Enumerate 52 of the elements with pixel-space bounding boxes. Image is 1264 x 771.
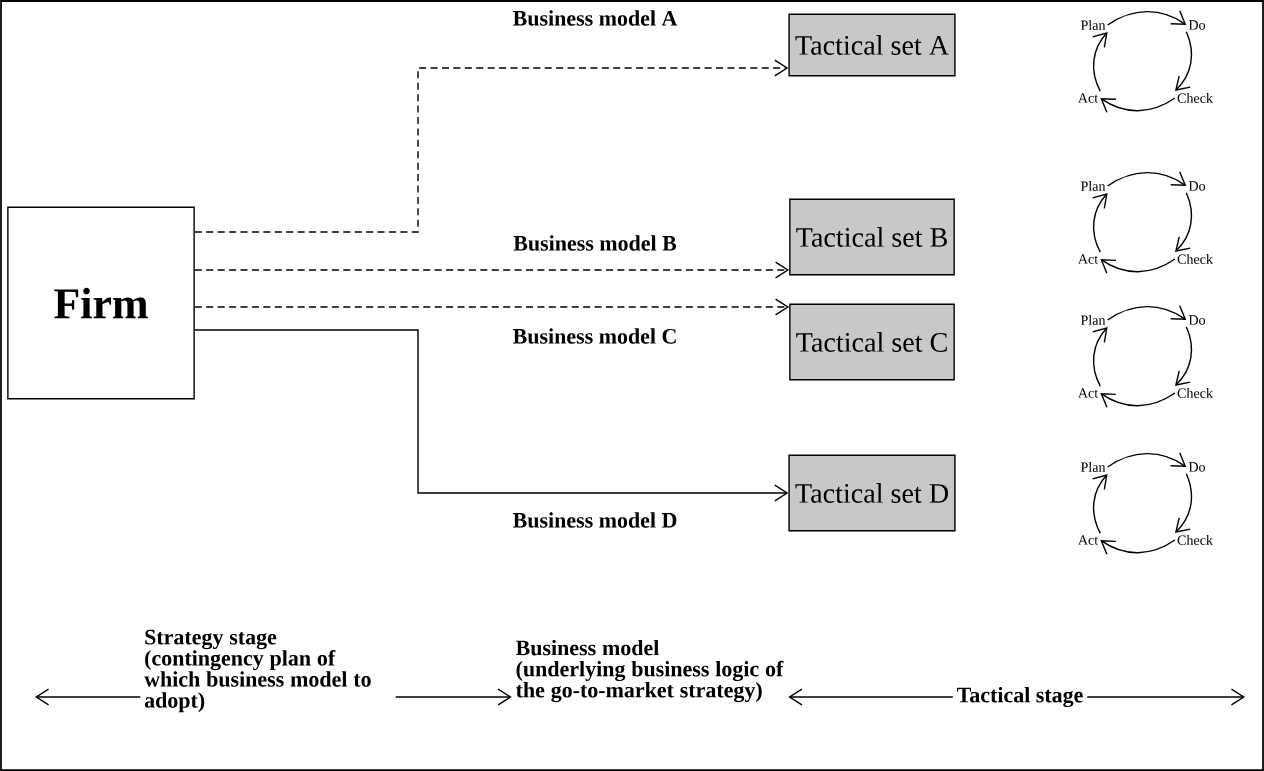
cycle-arrow: [1100, 392, 1176, 408]
cycle-step-label: Plan: [1080, 20, 1106, 30]
cycle-arrow: [1106, 305, 1187, 321]
edge-label: Business model D: [510, 510, 680, 530]
stage-description: Business model (underlying business logic of the go-to-market strategy): [515, 639, 784, 703]
firm-box: Firm: [7, 206, 195, 400]
stage-description: Tactical stage: [957, 686, 1083, 708]
cycle-step-label: Act: [1078, 93, 1099, 103]
arrow: [194, 329, 789, 502]
arrow: [1086, 688, 1245, 706]
arrow: [35, 688, 141, 706]
cycle-arrow: [1091, 193, 1108, 253]
cycle-step-label: Check: [1177, 93, 1213, 103]
cycle-arrow: [1100, 97, 1176, 113]
cycle-step-label: Do: [1188, 181, 1206, 191]
cycle-arrow: [1091, 327, 1108, 387]
cycle-arrow: [1106, 10, 1187, 26]
cycle-arrow: [1091, 32, 1108, 92]
edge-label: Business model C: [510, 326, 680, 346]
cycle-step-label: Check: [1177, 388, 1213, 398]
cycle-step-label: Check: [1177, 535, 1213, 545]
cycle-arrow: [1100, 539, 1176, 555]
tactical-set-box: Tactical set D: [788, 454, 956, 532]
stage-description: Strategy stage (contingency plan of which business model to adopt): [144, 629, 371, 713]
cycle-arrow: [1174, 473, 1193, 533]
cycle-arrow: [1106, 171, 1187, 187]
cycle-step-label: Check: [1177, 254, 1213, 264]
cycle-step-label: Plan: [1080, 315, 1106, 325]
cycle-step-label: Act: [1078, 254, 1099, 264]
cycle-arrow: [1091, 474, 1108, 534]
tactical-set-box: Tactical set B: [789, 198, 955, 276]
cycle-arrow: [1106, 452, 1187, 468]
tactical-set-box: Tactical set C: [789, 303, 955, 381]
cycle-arrow: [1100, 258, 1176, 274]
cycle-step-label: Plan: [1080, 462, 1106, 472]
arrow: [194, 298, 790, 316]
edge-label: Business model A: [510, 8, 680, 28]
cycle-arrow: [1174, 192, 1193, 252]
cycle-step-label: Do: [1188, 462, 1206, 472]
arrow: [194, 59, 789, 233]
cycle-step-label: Do: [1188, 315, 1206, 325]
cycle-arrow: [1174, 31, 1193, 91]
arrow: [395, 688, 512, 706]
cycle-step-label: Act: [1078, 388, 1099, 398]
arrow: [194, 261, 790, 279]
cycle-arrow: [1174, 326, 1193, 386]
arrow: [788, 688, 954, 706]
cycle-step-label: Act: [1078, 535, 1099, 545]
cycle-step-label: Do: [1188, 20, 1206, 30]
edge-label: Business model B: [511, 233, 679, 253]
cycle-step-label: Plan: [1080, 181, 1106, 191]
tactical-set-box: Tactical set A: [788, 13, 956, 77]
